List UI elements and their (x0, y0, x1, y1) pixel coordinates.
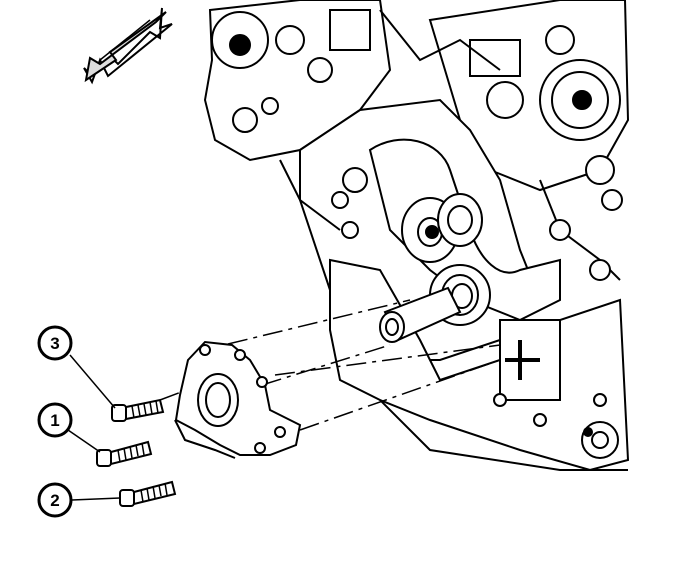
callout-1: 1 (37, 402, 73, 438)
callout-leaders (67, 354, 121, 501)
crankshaft-nose (379, 286, 462, 343)
callout-2: 2 (37, 482, 73, 518)
front-of-engine-arrow-icon (83, 7, 173, 85)
svg-text:3: 3 (50, 334, 59, 353)
engine-block (203, 0, 630, 472)
bolt (119, 480, 177, 507)
svg-text:2: 2 (50, 491, 59, 510)
front-cover (174, 340, 302, 459)
svg-text:1: 1 (50, 411, 59, 430)
bolt (111, 398, 165, 422)
bolt (96, 440, 153, 467)
alignment-lines (159, 299, 501, 431)
callout-3: 3 (37, 325, 73, 361)
